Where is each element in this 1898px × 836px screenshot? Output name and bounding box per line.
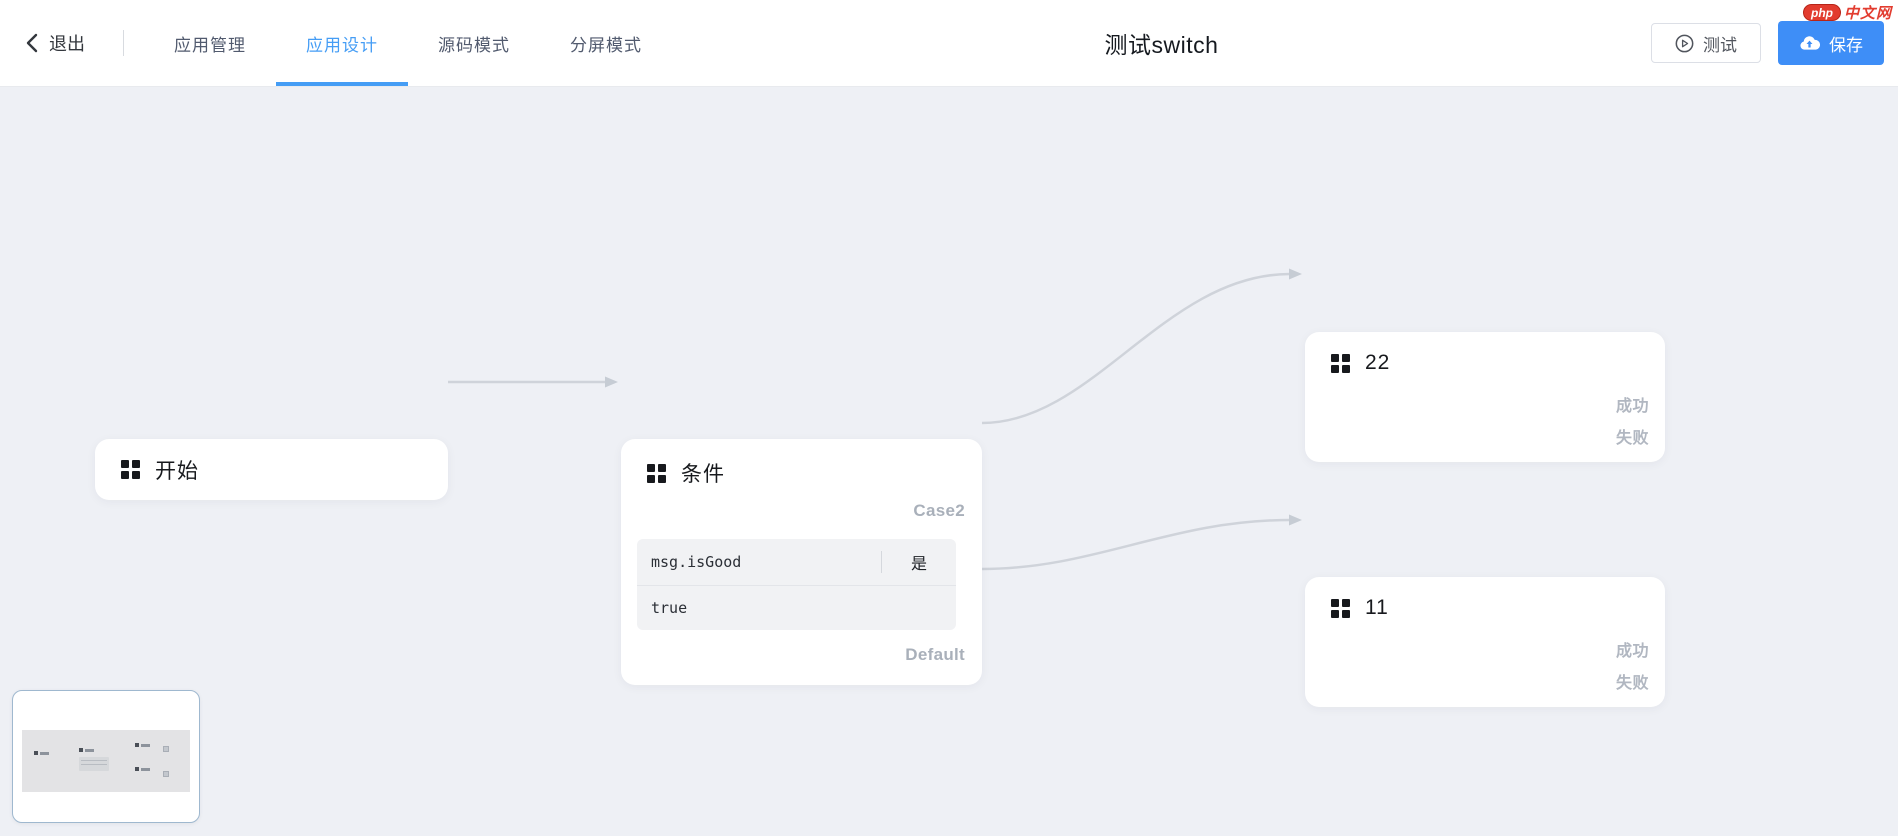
node-condition[interactable]: 条件 Case2 msg.isGood 是 true Default bbox=[621, 439, 982, 685]
node-22-title: 22 bbox=[1365, 351, 1391, 374]
grid-icon bbox=[1331, 598, 1350, 618]
minimap-node-label-bar bbox=[141, 743, 150, 747]
grid-icon bbox=[1331, 353, 1350, 373]
title-area: 测试switch bbox=[672, 26, 1651, 60]
edge-case2-to-node22[interactable] bbox=[981, 268, 1302, 425]
tab-source-mode[interactable]: 源码模式 bbox=[438, 35, 510, 55]
back-label: 退出 bbox=[49, 34, 85, 54]
node-11-header: 11 bbox=[1305, 577, 1665, 620]
minimap-rule-table bbox=[79, 757, 109, 771]
port-fail-label[interactable]: 失败 bbox=[1615, 675, 1649, 692]
node-start-header: 开始 bbox=[95, 439, 448, 500]
minimap-node-dot bbox=[135, 743, 139, 747]
condition-rule-table: msg.isGood 是 true bbox=[637, 539, 956, 630]
header-toolbar: 退出 应用管理 应用设计 源码模式 分屏模式 测试switch 测试 保存 bbox=[0, 0, 1898, 87]
minimap-node-start bbox=[34, 751, 49, 755]
node-22-ports: 成功 失败 bbox=[1616, 392, 1649, 448]
minimap[interactable] bbox=[12, 690, 200, 823]
edge-default-to-node11[interactable] bbox=[981, 514, 1302, 571]
rule-row-expression: msg.isGood 是 bbox=[637, 539, 956, 585]
node-condition-title: 条件 bbox=[681, 463, 725, 486]
node-22[interactable]: 22 成功 失败 bbox=[1305, 332, 1665, 462]
port-success-label[interactable]: 成功 bbox=[1615, 643, 1649, 660]
minimap-node-dot bbox=[34, 751, 38, 755]
save-button[interactable]: 保存 bbox=[1778, 21, 1884, 65]
minimap-block bbox=[163, 771, 169, 777]
cloud-upload-icon bbox=[1799, 35, 1820, 52]
minimap-node-11 bbox=[135, 767, 150, 771]
minimap-node-label-bar bbox=[40, 751, 49, 755]
test-button[interactable]: 测试 bbox=[1651, 23, 1761, 63]
tab-app-manage[interactable]: 应用管理 bbox=[174, 35, 246, 55]
minimap-node-label-bar bbox=[85, 748, 94, 752]
tab-split-mode[interactable]: 分屏模式 bbox=[570, 35, 642, 55]
save-button-label: 保存 bbox=[1829, 35, 1863, 55]
port-success-label[interactable]: 成功 bbox=[1615, 398, 1649, 415]
tab-app-design[interactable]: 应用设计 bbox=[276, 0, 408, 86]
output-port-case2[interactable]: Case2 bbox=[913, 501, 965, 520]
rule-operator: 是 bbox=[910, 556, 927, 573]
header-divider bbox=[123, 30, 124, 56]
minimap-table-line bbox=[81, 760, 107, 761]
grid-icon bbox=[647, 463, 666, 483]
node-11[interactable]: 11 成功 失败 bbox=[1305, 577, 1665, 707]
minimap-node-dot bbox=[135, 767, 139, 771]
flow-canvas[interactable]: 开始 条件 Case2 msg.isGood 是 true Default bbox=[0, 87, 1898, 836]
grid-icon bbox=[121, 460, 140, 479]
chevron-left-icon bbox=[25, 33, 38, 53]
node-22-header: 22 bbox=[1305, 332, 1665, 375]
rule-value: true bbox=[651, 599, 688, 617]
php-badge: php bbox=[1802, 4, 1841, 21]
minimap-block bbox=[163, 746, 169, 752]
node-condition-header: 条件 bbox=[621, 439, 982, 488]
edges-layer bbox=[448, 268, 1302, 571]
php-logo-text: 中文网 bbox=[1843, 5, 1892, 22]
play-circle-icon bbox=[1675, 34, 1694, 53]
minimap-table-line bbox=[81, 764, 107, 765]
test-button-label: 测试 bbox=[1703, 35, 1737, 55]
header-actions: 测试 保存 bbox=[1651, 21, 1884, 65]
node-start[interactable]: 开始 bbox=[95, 439, 448, 500]
minimap-node-condition bbox=[79, 748, 94, 752]
node-11-ports: 成功 失败 bbox=[1616, 637, 1649, 693]
back-button[interactable]: 退出 bbox=[25, 30, 85, 56]
minimap-node-dot bbox=[79, 748, 83, 752]
minimap-node-label-bar bbox=[141, 767, 150, 771]
minimap-node-22 bbox=[135, 743, 150, 747]
rule-field: msg.isGood bbox=[651, 553, 742, 571]
rule-row-value: true bbox=[637, 585, 956, 630]
mode-tabs: 应用管理 应用设计 源码模式 分屏模式 bbox=[144, 0, 672, 86]
port-fail-label[interactable]: 失败 bbox=[1615, 430, 1649, 447]
node-11-title: 11 bbox=[1365, 596, 1389, 619]
page-title: 测试switch bbox=[1104, 32, 1219, 58]
output-port-default[interactable]: Default bbox=[905, 645, 965, 664]
rule-divider bbox=[881, 551, 882, 573]
php-cn-logo: php 中文网 bbox=[1802, 2, 1892, 23]
node-start-title: 开始 bbox=[155, 459, 199, 483]
